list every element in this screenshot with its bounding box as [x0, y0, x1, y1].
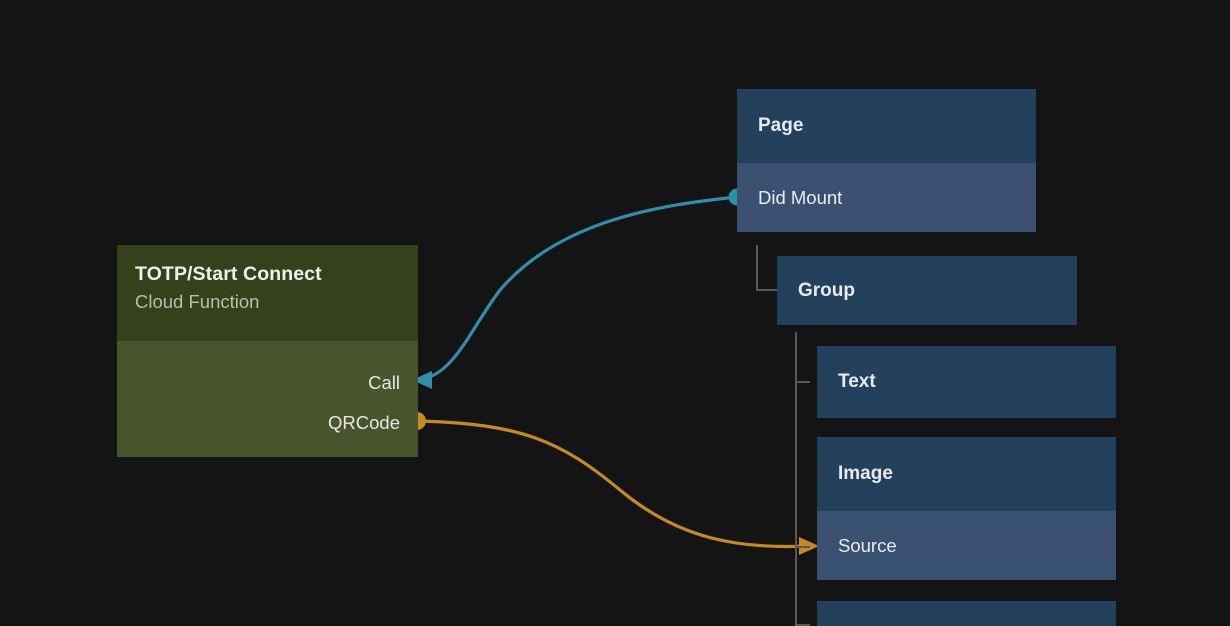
node-image-header[interactable]: Image	[817, 437, 1116, 511]
port-call[interactable]: Call	[117, 363, 418, 403]
port-call-label: Call	[368, 372, 400, 393]
node-cloud-function-header[interactable]: TOTP/Start Connect Cloud Function	[117, 245, 418, 341]
tree-tick-image	[795, 546, 810, 548]
node-cloud-function-body: Call QRCode	[117, 341, 418, 457]
tree-tick-text	[795, 381, 810, 383]
node-cloud-function-title: TOTP/Start Connect	[135, 263, 322, 285]
node-page-row-did-mount[interactable]: Did Mount	[737, 163, 1036, 232]
edge-did-mount-to-call	[421, 195, 739, 381]
port-qrcode[interactable]: QRCode	[117, 403, 418, 443]
node-next-partial[interactable]	[817, 601, 1116, 626]
port-qrcode-label: QRCode	[328, 412, 400, 433]
node-cloud-function[interactable]: TOTP/Start Connect Cloud Function Call Q…	[117, 245, 418, 457]
node-cloud-function-subtitle: Cloud Function	[135, 291, 260, 312]
node-page-header[interactable]: Page	[737, 89, 1036, 163]
node-image-row-source[interactable]: Source	[817, 511, 1116, 580]
tree-line-group-elbow	[756, 289, 777, 291]
node-text[interactable]: Text	[817, 346, 1116, 418]
node-group-header[interactable]: Group	[777, 256, 1077, 325]
node-page[interactable]: Page Did Mount	[737, 89, 1036, 232]
node-group[interactable]: Group	[777, 256, 1077, 325]
tree-line-page-to-group	[756, 245, 758, 291]
node-text-header[interactable]: Text	[817, 346, 1116, 418]
node-next-partial-header[interactable]	[817, 601, 1116, 626]
tree-tick-next	[795, 624, 810, 626]
edge-qrcode-to-source	[418, 419, 810, 549]
node-image[interactable]: Image Source	[817, 437, 1116, 580]
tree-line-group-children-spine	[795, 332, 797, 626]
